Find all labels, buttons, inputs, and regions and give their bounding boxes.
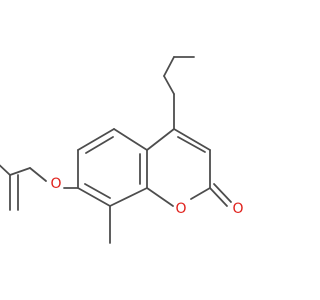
- bond-c7-c8-inner: [84, 183, 111, 199]
- bond-ch2-alkene-carbon: [9, 167, 31, 176]
- bond-c4-c4a: [146, 128, 175, 151]
- bond-ether-oxygen-ch2: [29, 167, 47, 182]
- bond-alkene-carbon-methyl: [0, 164, 11, 176]
- ether-oxygen-label: O: [50, 176, 61, 192]
- bond-c4-c3: [173, 128, 211, 151]
- bond-c4a-c5: [113, 128, 148, 151]
- structure-diagram: O O O: [0, 56, 244, 244]
- bond-c7-c8: [77, 187, 111, 207]
- bond-propyl-2: [163, 56, 175, 77]
- carbonyl-oxygen-label: O: [232, 201, 243, 217]
- ring-oxygen-label: O: [175, 201, 186, 217]
- bond-c2-carbonyl-double: [213, 183, 232, 203]
- bond-o1-c8a: [146, 187, 174, 207]
- bond-c8-c8a: [109, 187, 148, 207]
- bond-c4-c3-inner: [177, 136, 206, 153]
- bond-c2-carbonyl: [209, 187, 228, 207]
- bond-propyl-3: [163, 75, 175, 95]
- molecule-canvas: O O O: [0, 56, 244, 244]
- bond-c5-c6-inner: [85, 136, 114, 154]
- bond-c5-c6: [77, 128, 115, 151]
- bond-c2-o1: [190, 187, 211, 200]
